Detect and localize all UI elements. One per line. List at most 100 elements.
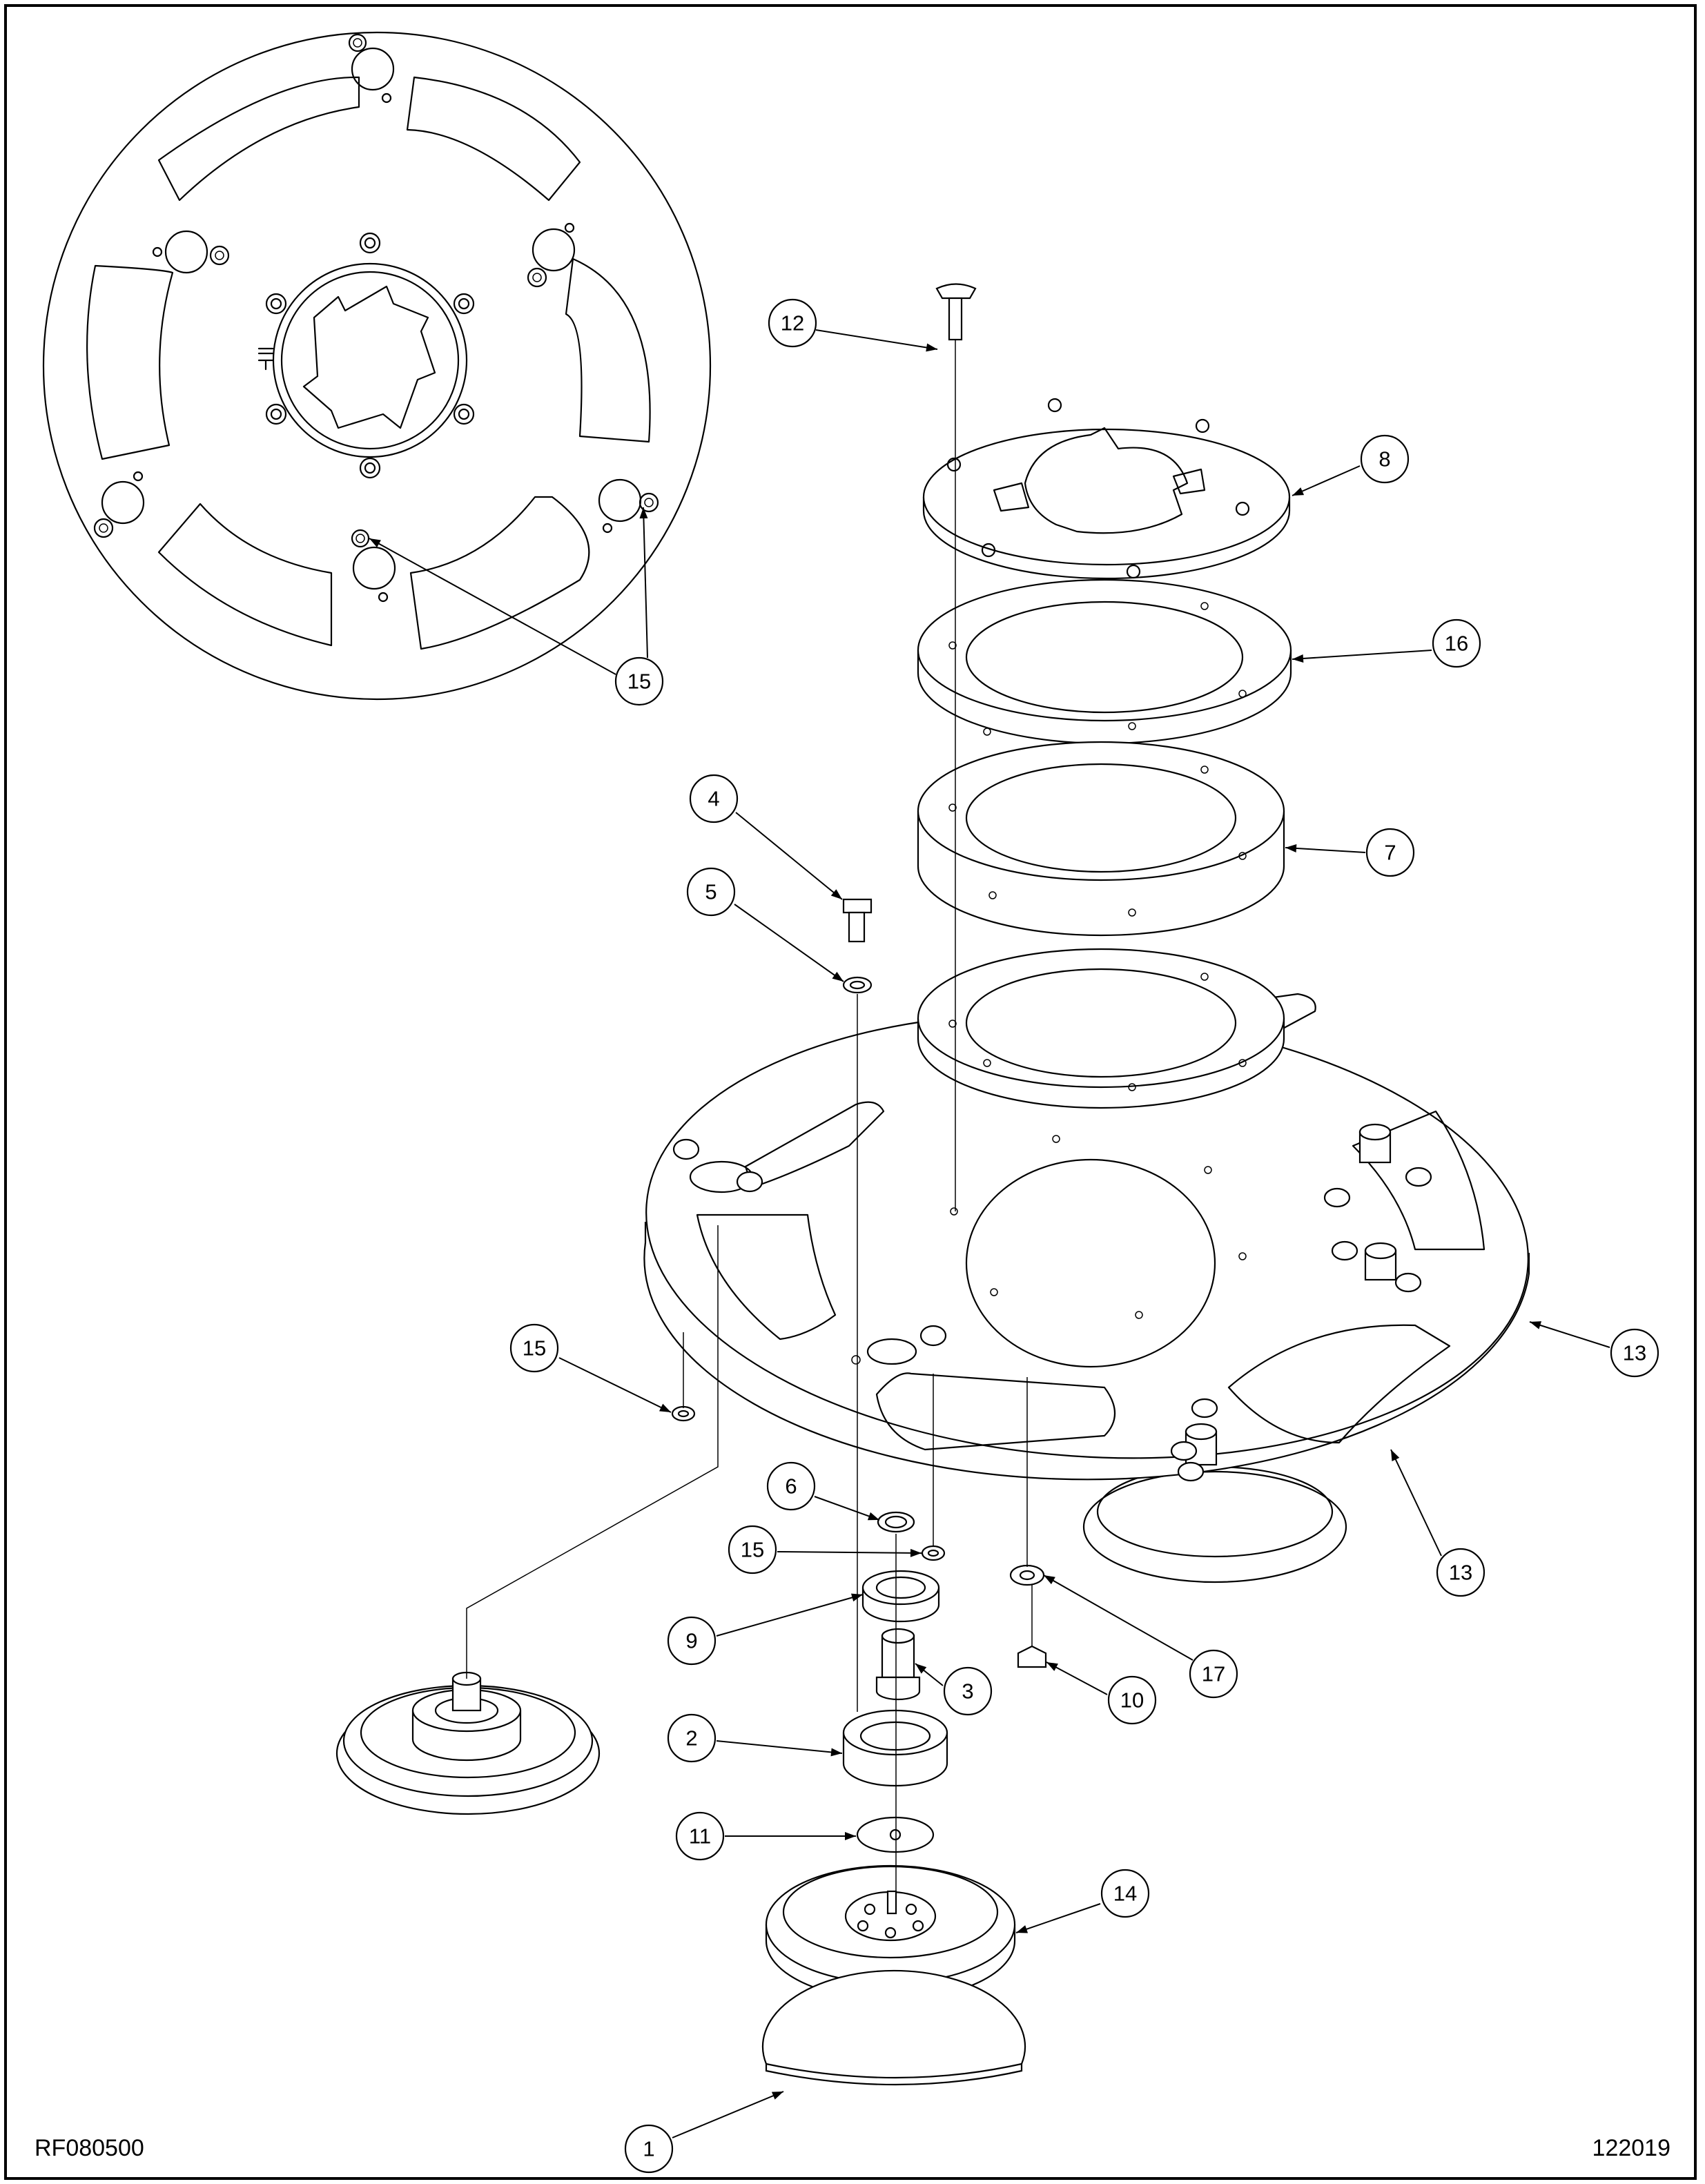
callout-7: 7: [1285, 828, 1415, 877]
hex-bolt: [842, 898, 873, 943]
top-view-window: [86, 264, 174, 460]
callout-3: 3: [915, 1663, 993, 1716]
callout-number: 16: [1445, 632, 1468, 656]
callout-leader: [1390, 1449, 1442, 1557]
hub-bolt: [453, 293, 475, 315]
callout-number: 10: [1120, 1688, 1144, 1713]
spacer-ring: [917, 578, 1292, 722]
callout-circle: [1100, 1869, 1150, 1918]
callout-arrowhead: [830, 889, 842, 899]
washer-15: [921, 1545, 946, 1561]
driver-hole: [164, 230, 208, 274]
hub-collar: [842, 1709, 948, 1787]
hub-bolt: [453, 403, 475, 425]
callout-number: 9: [685, 1629, 697, 1653]
callout-circle: [1107, 1675, 1157, 1725]
callout-arrowhead: [1292, 487, 1305, 496]
callout-arrowhead: [1044, 1575, 1055, 1585]
hub-bolt: [265, 403, 287, 425]
driver-hole: [352, 546, 396, 590]
drive-plate-window: [1227, 1324, 1451, 1444]
callout-circle: [1189, 1649, 1238, 1699]
callout-leader: [1292, 650, 1432, 660]
callout-15: 15: [728, 1525, 922, 1574]
callout-5: 5: [686, 867, 844, 982]
callout-leader: [716, 1594, 864, 1637]
drive-plate: [643, 948, 1530, 1583]
callout-number: 13: [1449, 1561, 1472, 1585]
callout-arrowhead: [867, 1512, 879, 1521]
hub-bore: [302, 285, 436, 429]
washer-17: [1009, 1564, 1045, 1586]
top-view-window: [409, 496, 590, 650]
callout-arrowhead: [369, 538, 381, 547]
clutch-plate-stack: [917, 283, 1292, 937]
callout-4: 4: [689, 774, 843, 900]
hex-nut: [672, 1138, 763, 1193]
callout-number: 12: [781, 311, 804, 335]
callout-arrowhead: [1292, 654, 1304, 663]
clutch-plate-bore: [993, 427, 1206, 534]
callout-number: 13: [1623, 1341, 1646, 1365]
callout-11: 11: [675, 1811, 856, 1861]
callout-number: 4: [708, 787, 719, 811]
callout-arrowhead: [926, 343, 937, 352]
callout-leader: [1529, 1321, 1610, 1348]
riser-ring: [917, 741, 1285, 881]
callout-15: 15: [509, 1323, 672, 1413]
callout-number: 14: [1113, 1882, 1137, 1906]
callout-14: 14: [1015, 1869, 1150, 1933]
callout-13: 13: [1390, 1449, 1485, 1597]
callout-leader: [643, 507, 648, 659]
drawing-date-code: 122019: [1592, 2135, 1670, 2161]
drive-shaft: [875, 1628, 921, 1701]
callout-leader: [1043, 1574, 1194, 1661]
callout-number: 15: [741, 1538, 764, 1562]
washer-15-left: [671, 1405, 696, 1422]
callout-arrowhead: [771, 2092, 783, 2100]
callout-leader: [1285, 847, 1366, 853]
callout-number: 1: [643, 2137, 654, 2161]
top-view-window: [157, 503, 333, 647]
callout-leader: [716, 1740, 843, 1754]
drawing-number: RF080500: [35, 2135, 144, 2161]
callout-arrowhead: [910, 1548, 922, 1557]
drive-plate-window: [875, 1372, 1116, 1451]
washer-6: [877, 1511, 915, 1533]
top-view-window: [406, 76, 581, 202]
callout-leader: [735, 812, 843, 900]
callout-arrowhead: [659, 1403, 671, 1412]
callout-leader: [558, 1357, 672, 1413]
callout-number: 3: [962, 1679, 973, 1704]
callout-circle: [624, 2124, 674, 2174]
callout-arrowhead: [639, 507, 648, 519]
callout-leader: [369, 538, 616, 675]
callout-circle: [1436, 1548, 1485, 1597]
callout-leader: [1292, 465, 1361, 496]
callout-circle: [1610, 1328, 1659, 1378]
callout-leader: [1046, 1661, 1108, 1695]
callout-circle: [728, 1525, 777, 1574]
callout-arrowhead: [830, 1748, 842, 1757]
driver-hole: [351, 47, 395, 91]
callout-circle: [686, 867, 736, 917]
callout-leader: [814, 1496, 880, 1521]
callout-1: 1: [624, 2091, 784, 2174]
callout-arrowhead: [832, 971, 844, 982]
driver-hole: [101, 480, 145, 525]
callout-number: 8: [1378, 447, 1390, 471]
callout-9: 9: [667, 1593, 864, 1666]
callout-number: 15: [523, 1336, 546, 1361]
explode-lines: [466, 340, 1033, 1912]
callout-number: 11: [689, 1824, 711, 1849]
callout-leader: [734, 904, 844, 982]
callout-arrowhead: [845, 1832, 856, 1840]
callout-arrowhead: [1046, 1662, 1058, 1671]
top-view-window: [565, 257, 651, 443]
callout-circle: [768, 298, 817, 348]
drive-plate-window: [744, 1101, 885, 1189]
callout-arrowhead: [850, 1593, 863, 1602]
lock-washer: [842, 976, 873, 994]
